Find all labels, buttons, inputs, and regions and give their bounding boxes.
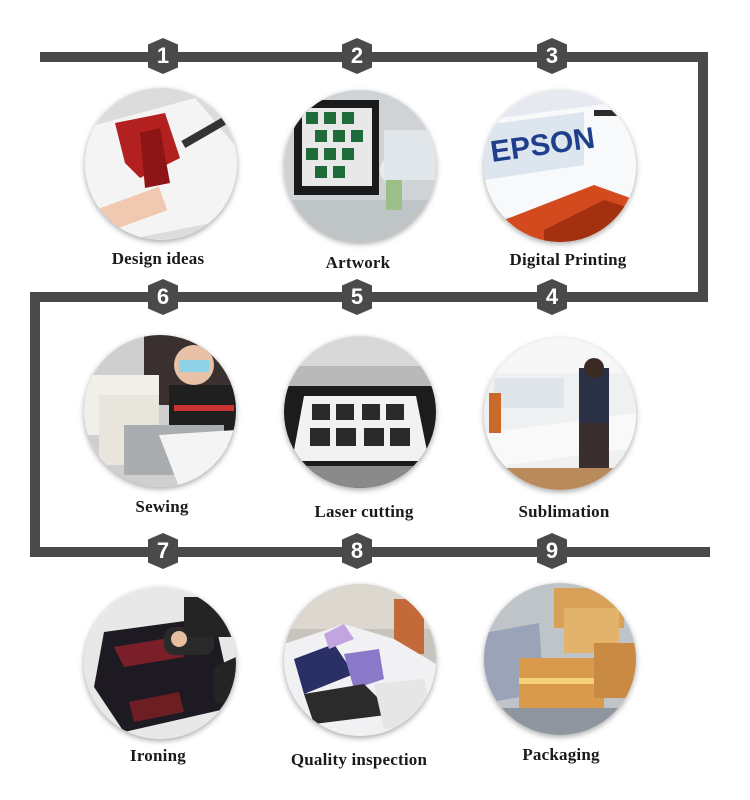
laser-cutter-photo bbox=[284, 336, 436, 488]
packaging-boxes-photo bbox=[484, 583, 636, 735]
step-label: Ironing bbox=[130, 746, 186, 765]
step-label: Sewing bbox=[135, 497, 189, 516]
step-label: Quality inspection bbox=[290, 750, 428, 769]
step-number-badge: 5 bbox=[342, 279, 372, 315]
ironing-photo bbox=[84, 587, 236, 739]
design-sketch-photo bbox=[85, 88, 237, 240]
quality-inspection-photo bbox=[284, 584, 436, 736]
step-label: Packaging bbox=[522, 745, 600, 764]
step-label: Artwork bbox=[325, 253, 391, 272]
step-number-badge: 7 bbox=[148, 533, 178, 569]
step-number-badge: 9 bbox=[537, 533, 567, 569]
step-label: Laser cutting bbox=[314, 502, 414, 521]
sublimation-workshop-photo bbox=[484, 338, 636, 490]
step-label: Sublimation bbox=[518, 502, 610, 521]
step-number-badge: 3 bbox=[537, 38, 567, 74]
sewing-machine-photo bbox=[84, 335, 236, 487]
step-number-badge: 6 bbox=[148, 279, 178, 315]
artwork-monitor-photo bbox=[284, 90, 436, 242]
step-label: Design ideas bbox=[111, 249, 205, 268]
epson-printer-photo: EPSON bbox=[484, 90, 636, 242]
step-number-badge: 2 bbox=[342, 38, 372, 74]
step-number-badge: 4 bbox=[537, 279, 567, 315]
step-number-badge: 8 bbox=[342, 533, 372, 569]
step-number-badge: 1 bbox=[148, 38, 178, 74]
step-label: Digital Printing bbox=[509, 250, 627, 269]
